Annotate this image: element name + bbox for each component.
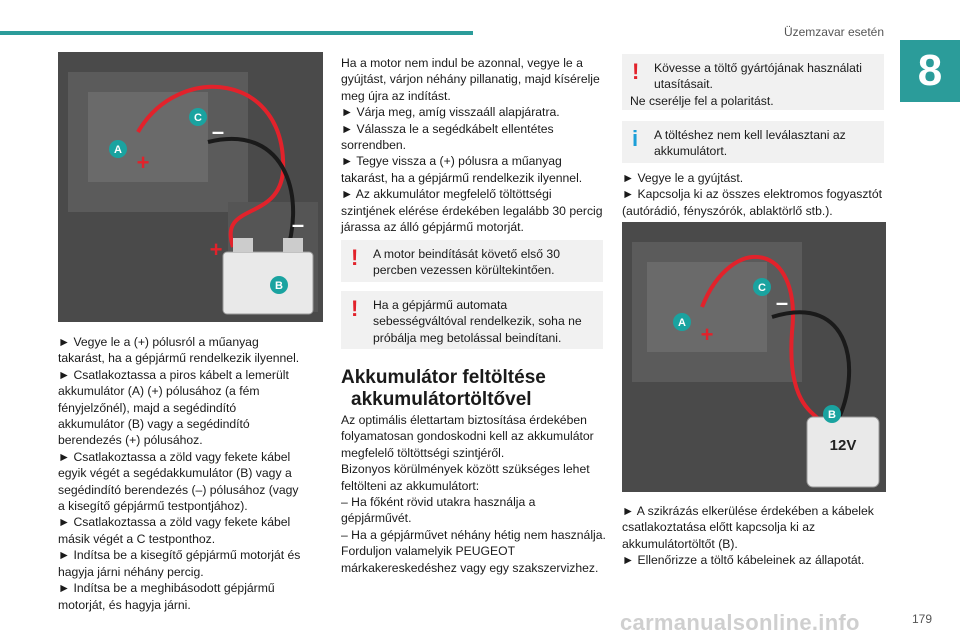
- warning-icon: !: [351, 296, 359, 321]
- instruction-step: ► Indítsa be a kisegítő gépjármű motorjá…: [58, 548, 301, 579]
- info-text: A töltéshez nem kell leválasztani az akk…: [654, 128, 846, 159]
- info-box-no-disconnect: i A töltéshez nem kell leválasztani az a…: [622, 121, 884, 163]
- intro-paragraph: Ha a motor nem indul be azonnal, vegye l…: [341, 56, 600, 103]
- minus-sign: –: [212, 119, 224, 144]
- section-title-line-1: Akkumulátor feltöltése: [341, 367, 546, 388]
- warning-line-2: Ne cserélje fel a polaritást.: [630, 93, 774, 108]
- body-paragraph: – Ha főként rövid utakra használja a gép…: [341, 495, 536, 526]
- label-b: B: [828, 409, 836, 421]
- instruction-step: ► Indítsa be a meghibásodott gépjármű mo…: [58, 581, 275, 612]
- plus-sign: +: [701, 322, 714, 347]
- instruction-step: ► A szikrázás elkerülése érdekében a káb…: [622, 504, 874, 551]
- plus-sign: +: [137, 150, 150, 175]
- column-3-steps-bottom: ► A szikrázás elkerülése érdekében a káb…: [622, 503, 890, 569]
- instruction-step: ► Kapcsolja ki az összes elektromos fogy…: [622, 187, 882, 218]
- warning-box-drive-carefully: ! A motor beindítását követő első 30 per…: [341, 240, 603, 282]
- instruction-step: ► Válassza le a segédkábelt ellentétes s…: [341, 121, 554, 153]
- battery-voltage-label: 12V: [830, 437, 857, 454]
- instruction-step: ► Csatlakoztassa a zöld vagy fekete kábe…: [58, 449, 299, 514]
- instruction-step: ► Csatlakoztassa a zöld vagy fekete kábe…: [58, 515, 291, 546]
- label-c: C: [194, 112, 202, 124]
- instruction-step: ► Az akkumulátor megfelelő töltöttségi s…: [341, 187, 603, 235]
- section-title: Akkumulátor feltöltése akkumulátortöltőv…: [341, 367, 546, 411]
- column-3-steps-top: ► Vegye le a gyújtást. ► Kapcsolja ki az…: [622, 170, 890, 219]
- instruction-step: ► Csatlakoztassa a piros kábelt a lemerü…: [58, 367, 289, 448]
- warning-icon: !: [632, 59, 640, 84]
- warning-text: Ha a gépjármű automata sebességváltóval …: [373, 298, 582, 345]
- warning-text: Kövesse a töltő gyártójának használati u…: [622, 54, 884, 115]
- column-2-text: Ha a motor nem indul be azonnal, vegye l…: [341, 55, 606, 235]
- minus-sign-b: –: [292, 212, 304, 237]
- watermark: carmanualsonline.info: [620, 610, 860, 635]
- warning-text: A motor beindítását követő első 30 percb…: [373, 247, 560, 278]
- body-paragraph: Forduljon valamelyik PEUGEOT márkakeresk…: [341, 544, 599, 575]
- label-a: A: [678, 317, 686, 329]
- plus-sign-b: +: [210, 237, 223, 262]
- warning-line-1: Kövesse a töltő gyártójának használati u…: [654, 61, 862, 92]
- label-a: A: [114, 144, 122, 156]
- jump-start-illustration: A C B + – + –: [58, 52, 323, 322]
- minus-sign: –: [776, 290, 788, 315]
- chapter-number-badge: 8: [900, 40, 960, 102]
- header-accent-bar: [0, 31, 473, 35]
- engine-bay-drawing: A C B + – + –: [58, 52, 323, 322]
- column-1-text: ► Vegye le a (+) pólusról a műanyag taka…: [58, 334, 303, 613]
- instruction-step: ► Vegye le a (+) pólusról a műanyag taka…: [58, 335, 300, 366]
- instruction-step: ► Tegye vissza a (+) pólusra a műanyag t…: [341, 154, 583, 185]
- warning-icon: !: [351, 245, 359, 270]
- section-body: Az optimális élettartam biztosítása érde…: [341, 412, 606, 576]
- label-b: B: [275, 280, 283, 292]
- body-paragraph: – Ha a gépjárművet néhány hétig nem hasz…: [341, 527, 606, 542]
- body-paragraph: Az optimális élettartam biztosítása érde…: [341, 413, 594, 460]
- charger-drawing: A C B + – 12V: [622, 222, 886, 492]
- body-paragraph: Bizonyos körülmények között szükséges le…: [341, 462, 590, 493]
- section-title-line-2: akkumulátortöltővel: [351, 389, 532, 410]
- warning-box-no-push-start: ! Ha a gépjármű automata sebességváltóva…: [341, 291, 603, 349]
- page-number: 179: [911, 612, 932, 626]
- charger-illustration: A C B + – 12V: [622, 222, 886, 492]
- label-c: C: [758, 282, 766, 294]
- instruction-step: ► Várja meg, amíg visszaáll alapjáratra.: [341, 105, 560, 120]
- instruction-step: ► Ellenőrizze a töltő kábeleinek az álla…: [622, 553, 865, 568]
- warning-box-charger-instructions: ! Kövesse a töltő gyártójának használati…: [622, 54, 884, 110]
- header-title: Üzemzavar esetén: [783, 25, 884, 39]
- instruction-step: ► Vegye le a gyújtást.: [622, 171, 744, 185]
- info-icon: i: [632, 126, 639, 151]
